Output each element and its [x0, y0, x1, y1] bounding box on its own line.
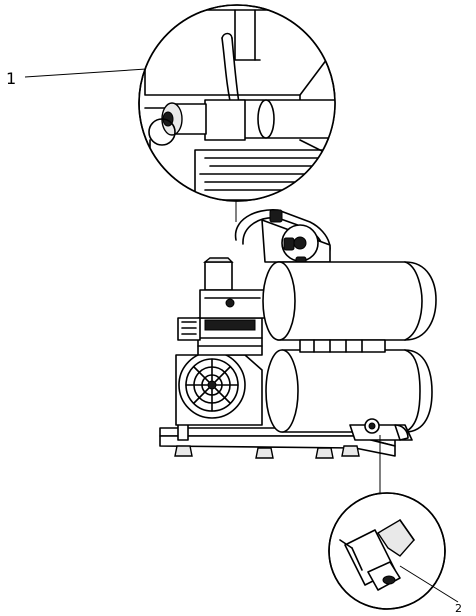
callout-2: 2 [399, 565, 462, 615]
compressor-illustration [159, 209, 437, 459]
bottom-detail-circle [328, 492, 446, 610]
callout-label-1: 1 [6, 69, 16, 88]
callout-label-2: 2 [455, 602, 462, 615]
drain-valve-detail [339, 519, 415, 591]
coupler-detail-icon [144, 9, 335, 201]
top-detail-circle [138, 4, 336, 222]
leader-line-2 [399, 565, 459, 603]
